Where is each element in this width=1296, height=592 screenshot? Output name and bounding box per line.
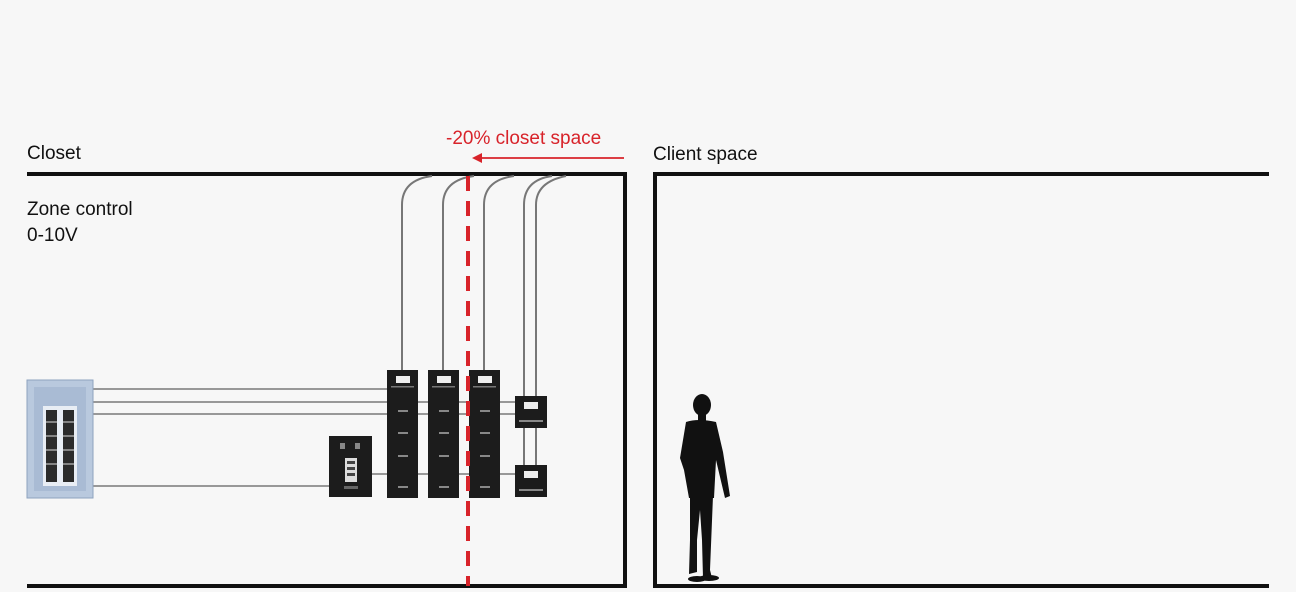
ceiling-cables bbox=[401, 175, 567, 466]
control-module-small-1 bbox=[515, 396, 547, 428]
dimming-module-3 bbox=[469, 370, 500, 498]
dimming-module-1 bbox=[387, 370, 418, 498]
breaker-panel-icon bbox=[26, 379, 94, 499]
control-module-small-2 bbox=[515, 465, 547, 497]
reduction-arrow bbox=[472, 153, 624, 163]
closet-walls bbox=[27, 172, 627, 588]
dimming-module-2 bbox=[428, 370, 459, 498]
closet-reduction-label: -20% closet space bbox=[446, 128, 602, 149]
zone-control-label: Zone control bbox=[27, 199, 133, 220]
wall-keypad-icon bbox=[329, 436, 372, 497]
closet-label: Closet bbox=[27, 143, 81, 164]
voltage-label: 0-10V bbox=[27, 225, 78, 246]
client-space-walls bbox=[653, 172, 1269, 588]
client-space-label: Client space bbox=[653, 144, 758, 165]
standing-person-silhouette bbox=[680, 394, 730, 582]
